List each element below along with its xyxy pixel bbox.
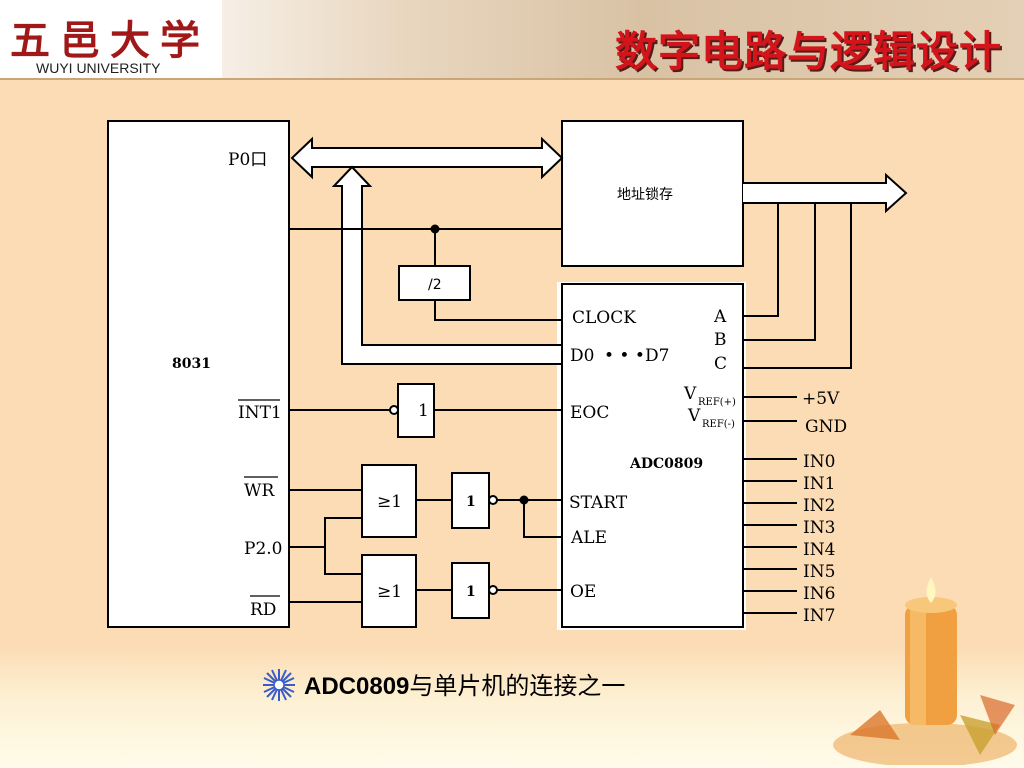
plus5v-label: +5V <box>802 389 840 409</box>
or-gate-bottom <box>361 554 417 628</box>
figure-caption: ADC0809与单片机的连接之一 <box>304 666 625 701</box>
rd-label: RD <box>250 600 276 620</box>
wr-label: WR <box>244 481 275 501</box>
vref-minus-label: V <box>687 406 701 426</box>
d0-pin-label: D0 <box>570 346 594 366</box>
eoc-inverter-label: 1 <box>418 401 429 421</box>
ale-pin-label: ALE <box>570 528 607 548</box>
vref-plus-subscript: REF(+) <box>698 397 736 408</box>
oe-inverter-gate <box>451 562 490 619</box>
or-gate-bottom-label: ≥1 <box>377 582 402 602</box>
ale-junction-dot <box>430 224 440 234</box>
in5-label: IN5 <box>803 562 835 582</box>
in4-label: IN4 <box>803 540 835 560</box>
caption-text: 与单片机的连接之一 <box>409 672 626 700</box>
data-pins-dots: • • • <box>604 346 645 366</box>
in1-label: IN1 <box>803 474 835 494</box>
address-latch-block <box>561 120 744 267</box>
adc-name-label: ADC0809 <box>629 456 703 472</box>
logo-chinese-text: 五邑大学 <box>10 17 210 64</box>
or-gate-top-label: ≥1 <box>377 492 402 512</box>
start-junction-dot <box>519 495 529 505</box>
d7-pin-label: D7 <box>645 346 669 366</box>
slide-title: 数字电路与逻辑设计 <box>614 27 1002 76</box>
in6-label: IN6 <box>803 584 835 604</box>
adc-data-bus <box>331 165 563 365</box>
adc0809-block <box>561 283 744 628</box>
a-pin-label: A <box>713 307 727 327</box>
divide-by-2-block <box>398 265 471 301</box>
b-pin-label: B <box>714 330 727 350</box>
mcu-8031-block <box>107 120 290 628</box>
eoc-pin-label: EOC <box>570 403 609 423</box>
eoc-inverter-gate <box>397 383 435 438</box>
clock-pin-label: CLOCK <box>572 308 636 328</box>
data-bus-arrow <box>290 136 564 180</box>
logo-english-text: WUYI UNIVERSITY <box>36 60 161 76</box>
int1-label: INT1 <box>238 403 282 423</box>
vref-plus-label: V <box>683 384 697 404</box>
in7-label: IN7 <box>803 606 835 626</box>
vref-minus-subscript: REF(-) <box>702 419 735 430</box>
candle-decoration <box>833 577 1017 765</box>
p20-label: P2.0 <box>244 539 282 559</box>
flower-bullet-icon <box>263 669 295 701</box>
or-gate-top <box>361 464 417 538</box>
in3-label: IN3 <box>803 518 835 538</box>
address-bus-arrow <box>743 172 908 214</box>
gnd-label: GND <box>805 417 847 437</box>
start-pin-label: START <box>569 493 628 513</box>
in0-label: IN0 <box>803 452 835 472</box>
university-logo: 五邑大学 WUYI UNIVERSITY <box>0 0 222 78</box>
caption-bold: ADC0809 <box>304 673 410 700</box>
oe-pin-label: OE <box>570 582 596 602</box>
slide-header: 五邑大学 WUYI UNIVERSITY 数字电路与逻辑设计 <box>0 0 1024 80</box>
in2-label: IN2 <box>803 496 835 516</box>
mcu-name-label: 8031 <box>172 356 211 372</box>
p0-label: P0口 <box>228 150 267 170</box>
divider-label: /2 <box>428 277 442 293</box>
oe-inverter-label: 1 <box>466 584 476 600</box>
c-pin-label: C <box>714 354 727 374</box>
latch-label: 地址锁存 <box>617 187 673 203</box>
start-inverter-label: 1 <box>466 494 476 510</box>
